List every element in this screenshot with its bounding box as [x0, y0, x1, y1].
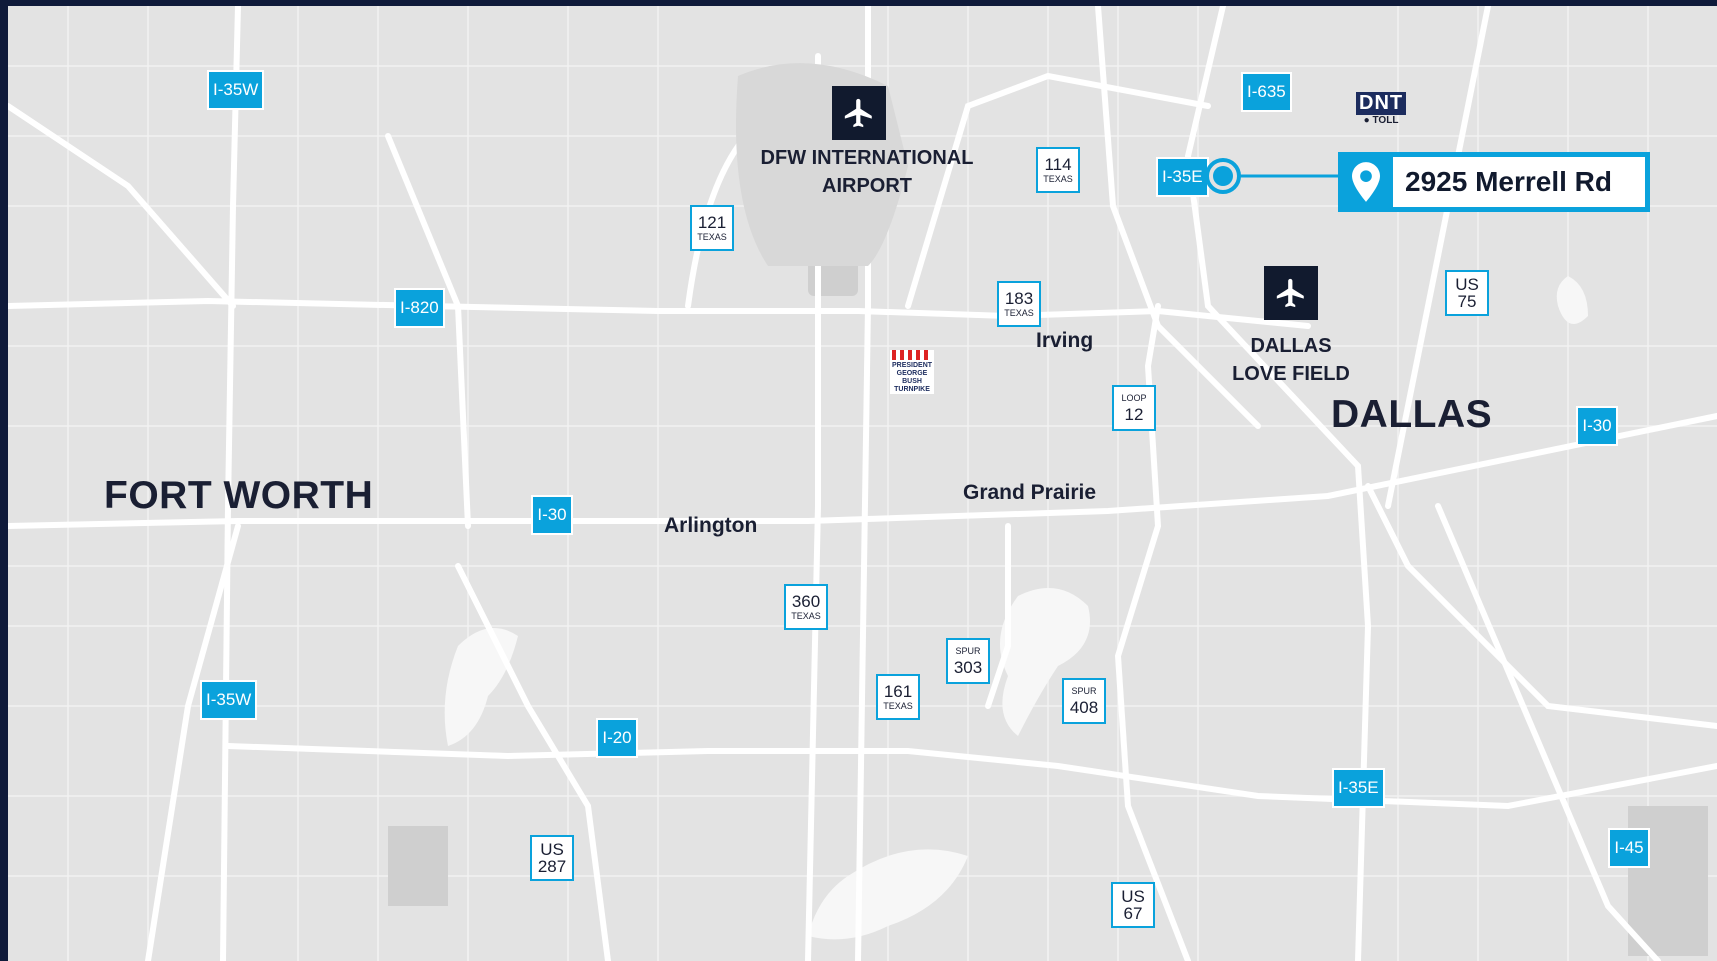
- us-shield-287: US 287: [530, 835, 574, 881]
- us-shield-67: US 67: [1111, 882, 1155, 928]
- turnpike-line3: TURNPIKE: [894, 386, 930, 393]
- toll-label: ● TOLL: [1363, 115, 1399, 126]
- route-number: 287: [537, 857, 567, 876]
- route-number: 121: [697, 213, 727, 232]
- route-number: 408: [1069, 697, 1099, 717]
- dfw-airport-label: DFW INTERNATIONAL AIRPORT: [742, 144, 992, 200]
- route-number: 360: [791, 592, 821, 611]
- interstate-shield-i30-dallas: I-30: [1576, 406, 1618, 446]
- route-type: LOOP: [1121, 392, 1147, 403]
- state-shield-tx360: 360 TEXAS: [784, 584, 828, 630]
- location-pin-icon: [1352, 162, 1380, 202]
- state-shield-tx161: 161 TEXAS: [876, 674, 920, 720]
- route-state: TEXAS: [1004, 308, 1034, 318]
- interstate-shield-i35w-south: I-35W: [200, 680, 258, 720]
- state-shield-tx114: 114 TEXAS: [1036, 147, 1080, 193]
- love-field-icon: [1264, 266, 1318, 320]
- route-state: TEXAS: [1043, 174, 1073, 184]
- location-connector: [1205, 158, 1343, 194]
- route-state: TEXAS: [697, 232, 727, 242]
- airplane-icon: [1276, 278, 1304, 308]
- turnpike-line2: GEORGE BUSH: [896, 370, 928, 385]
- route-number: 67: [1123, 904, 1143, 923]
- state-shield-tx121: 121 TEXAS: [690, 205, 734, 251]
- interstate-shield-i30-arlington: I-30: [531, 495, 573, 535]
- dfw-airport-line2: AIRPORT: [822, 175, 912, 197]
- route-number: 303: [953, 657, 983, 677]
- interstate-shield-i820: I-820: [394, 288, 445, 328]
- interstate-shield-i35e-north: I-35E: [1156, 157, 1209, 197]
- flag-icon: [892, 350, 932, 360]
- route-number: 12: [1124, 404, 1144, 424]
- route-type: US: [1121, 887, 1145, 906]
- turnpike-line1: PRESIDENT: [891, 362, 933, 369]
- interstate-shield-i635: I-635: [1241, 72, 1292, 112]
- dnt-label: DNT: [1356, 92, 1407, 115]
- route-type: SPUR: [1071, 685, 1097, 696]
- spur-shield-303: SPUR 303: [946, 638, 990, 684]
- dfw-airport-icon: [832, 86, 886, 140]
- love-field-line1: DALLAS: [1250, 335, 1332, 357]
- loop-shield-12: LOOP 12: [1112, 385, 1156, 431]
- turnpike-shield: PRESIDENT GEORGE BUSH TURNPIKE: [890, 350, 934, 394]
- route-number: 161: [883, 682, 913, 701]
- address-callout[interactable]: 2925 Merrell Rd: [1338, 152, 1650, 212]
- city-label-grand-prairie: Grand Prairie: [963, 481, 1097, 504]
- us-shield-75: US 75: [1445, 270, 1489, 316]
- spur-shield-408: SPUR 408: [1062, 678, 1106, 724]
- address-text: 2925 Merrell Rd: [1393, 157, 1645, 207]
- city-label-dallas: DALLAS: [1331, 393, 1493, 436]
- state-shield-tx183: 183 TEXAS: [997, 281, 1041, 327]
- love-field-line2: LOVE FIELD: [1232, 363, 1350, 385]
- route-number: 75: [1457, 292, 1477, 311]
- dfw-airport-line1: DFW INTERNATIONAL: [760, 147, 974, 169]
- toll-text: TOLL: [1372, 115, 1399, 126]
- route-type: US: [540, 840, 564, 859]
- route-type: SPUR: [955, 645, 981, 656]
- route-number: 183: [1004, 289, 1034, 308]
- airplane-icon: [844, 98, 872, 128]
- interstate-shield-i35e-south: I-35E: [1332, 768, 1385, 808]
- city-label-irving: Irving: [1036, 329, 1094, 352]
- route-type: US: [1455, 275, 1479, 294]
- route-state: TEXAS: [883, 701, 913, 711]
- route-state: TEXAS: [791, 611, 821, 621]
- dnt-toll-shield: DNT ● TOLL: [1356, 92, 1407, 126]
- love-field-label: DALLAS LOVE FIELD: [1201, 332, 1381, 388]
- city-label-fort-worth: FORT WORTH: [104, 474, 374, 517]
- route-number: 114: [1044, 155, 1072, 174]
- interstate-shield-i45: I-45: [1608, 828, 1650, 868]
- city-label-arlington: Arlington: [664, 514, 758, 537]
- interstate-shield-i20: I-20: [596, 718, 638, 758]
- map-canvas[interactable]: FORT WORTH DALLAS Arlington Irving Grand…: [8, 6, 1717, 961]
- interstate-shield-i35w-north: I-35W: [207, 70, 265, 110]
